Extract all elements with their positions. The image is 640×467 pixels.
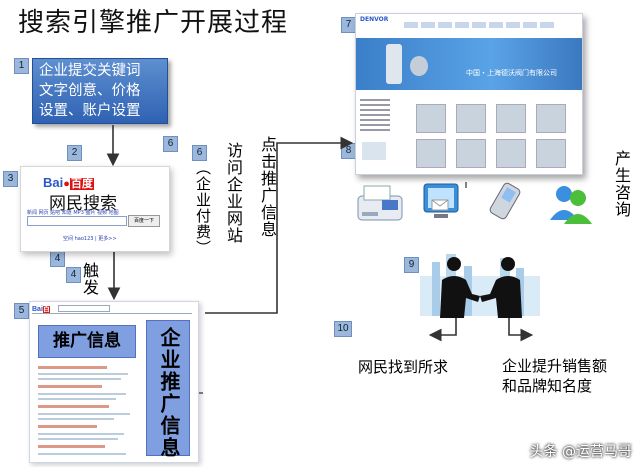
contact-channels: [357, 182, 592, 224]
produce-inquiry-label: 产生咨询: [612, 150, 631, 218]
step-number-5: 5: [14, 303, 29, 319]
visit-site-label: 访问企业网站: [224, 142, 243, 244]
step1-line-2: 文字创意、价格: [39, 83, 141, 99]
site-logo: DENVOR: [360, 16, 389, 23]
baidu-footer-links[interactable]: 空间 hao123 | 更多>>: [63, 236, 117, 242]
company-website-screenshot: DENVOR 中国・上海德沃阀门有限公司: [355, 13, 583, 175]
site-banner: 中国・上海德沃阀门有限公司: [356, 38, 582, 90]
results-baidu-logo: Bai百: [32, 306, 50, 313]
trigger-label: 触发: [80, 262, 99, 296]
arrow-to-visitor-outcome: [428, 318, 457, 342]
step1-line-3: 设置、账户设置: [39, 103, 141, 119]
search-results-screenshot: Bai百 推广信息 企业推广信息: [29, 301, 199, 463]
product-grid[interactable]: [416, 104, 566, 168]
baidu-search-screenshot: Bai●百度 网民搜索 新闻 网页 贴吧 知道 MP3 图片 视频 地图 百度一…: [20, 166, 170, 252]
arrow-to-business-outcome: [508, 318, 534, 342]
users-icon: [550, 186, 592, 224]
step-number-4b: 4: [66, 267, 81, 283]
site-banner-title: 中国・上海德沃阀门有限公司: [466, 69, 557, 77]
site-header: DENVOR: [356, 14, 582, 39]
step-number-10: 10: [334, 321, 352, 337]
outcome-business: 企业提升销售额和品牌知名度: [502, 357, 608, 395]
promoted-results-highlight: 推广信息: [38, 325, 136, 358]
outcome-visitor: 网民找到所求: [358, 358, 449, 376]
valve-image-2: [410, 56, 428, 76]
fax-icon: [357, 185, 403, 221]
site-nav[interactable]: [404, 22, 574, 30]
email-icon: [423, 183, 459, 218]
step-number-7: 7: [341, 17, 356, 33]
mobile-phone-icon: [489, 182, 521, 220]
search-heading: 网民搜索: [49, 194, 117, 214]
organic-results-list: [38, 362, 136, 458]
businessman-left-icon: [440, 257, 480, 318]
arrow-results-to-site: [205, 136, 354, 314]
search-input[interactable]: [27, 216, 127, 226]
step-number-1: 1: [14, 58, 29, 74]
step1-line-1: 企业提交关键词: [39, 63, 141, 79]
results-search-input[interactable]: [58, 305, 110, 312]
handshake-illustration: [420, 254, 540, 318]
baidu-logo: Bai●百度: [43, 175, 94, 190]
paid-label: （企业付费）: [194, 160, 212, 256]
contact-avatar: [362, 142, 386, 160]
keyword-submission-box: 企业提交关键词 文字创意、价格 设置、账户设置: [32, 58, 168, 124]
sidebar-promotion-highlight: 企业推广信息: [146, 320, 190, 459]
step-number-6a: 6: [163, 136, 178, 152]
step-number-3: 3: [3, 171, 18, 187]
paw-icon: ●: [63, 178, 70, 190]
businessman-right-icon: [480, 257, 522, 318]
page-title: 搜索引擎推广开展过程: [18, 8, 289, 38]
baidu-nav: 新闻 网页 贴吧 知道 MP3 图片 视频 地图: [27, 210, 119, 216]
step-number-9: 9: [404, 257, 419, 273]
valve-image: [386, 44, 402, 84]
click-promo-label: 点击推广信息: [258, 136, 277, 238]
watermark: 头条 @运营马哥: [529, 444, 632, 460]
site-sidebar[interactable]: [360, 96, 390, 156]
step-number-6b: 6: [192, 145, 207, 161]
search-button[interactable]: 百度一下: [128, 215, 160, 227]
step-number-2: 2: [67, 145, 82, 161]
